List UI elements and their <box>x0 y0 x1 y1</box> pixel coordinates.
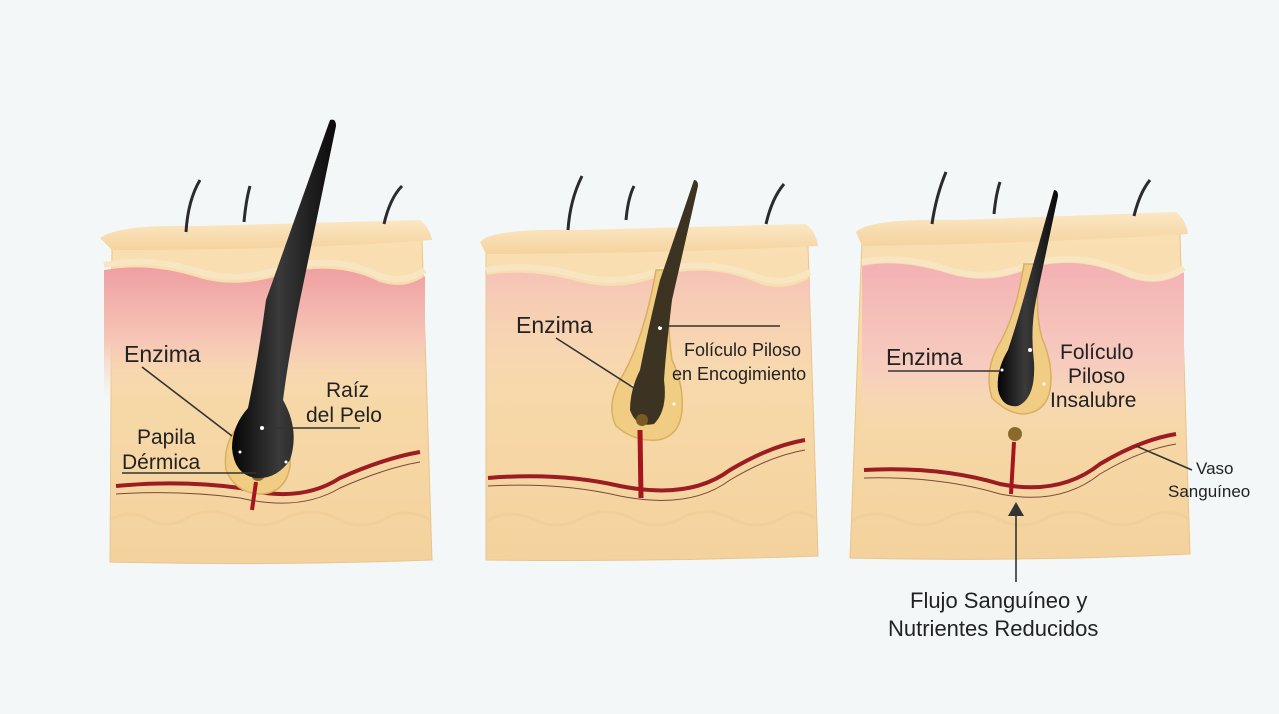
label-follicle-line1: Folículo <box>1060 341 1134 364</box>
label-papilla-line1: Papila <box>137 426 196 449</box>
panel-shrinking: Enzima Folículo Piloso en Encogimiento <box>480 176 818 561</box>
label-follicle-line3: Insalubre <box>1050 389 1136 412</box>
small-hair <box>994 182 1000 214</box>
label-flow-line2: Nutrientes Reducidos <box>888 616 1098 641</box>
label-follicle-line1: Folículo Piloso <box>684 340 801 360</box>
label-enzyme: Enzima <box>886 344 963 370</box>
small-hair <box>244 186 250 222</box>
label-enzyme: Enzima <box>516 312 593 338</box>
label-papilla-line2: Dérmica <box>122 451 200 474</box>
small-hair <box>1134 180 1150 216</box>
label-flow-line1: Flujo Sanguíneo y <box>910 588 1087 613</box>
label-vessel-line1: Vaso <box>1196 459 1234 478</box>
small-hair <box>568 176 582 230</box>
small-hair <box>186 180 200 232</box>
small-hair <box>626 186 634 220</box>
label-root-line1: Raíz <box>326 379 369 402</box>
dermal-papilla <box>1008 427 1022 441</box>
dermal-papilla <box>636 414 648 426</box>
small-hair <box>932 172 946 224</box>
label-vessel-line2: Sanguíneo <box>1168 482 1250 501</box>
label-follicle-line2: en Encogimiento <box>672 364 806 384</box>
label-follicle-line2: Piloso <box>1068 365 1125 388</box>
panel-unhealthy: Enzima Folículo Piloso Insalubre Vaso Sa… <box>850 172 1250 641</box>
small-hair <box>384 186 402 224</box>
label-enzyme: Enzima <box>124 341 201 367</box>
panel-healthy: Enzima Papila Dérmica Raíz del Pelo <box>100 120 432 564</box>
label-root-line2: del Pelo <box>306 404 382 427</box>
small-hair <box>766 184 784 224</box>
